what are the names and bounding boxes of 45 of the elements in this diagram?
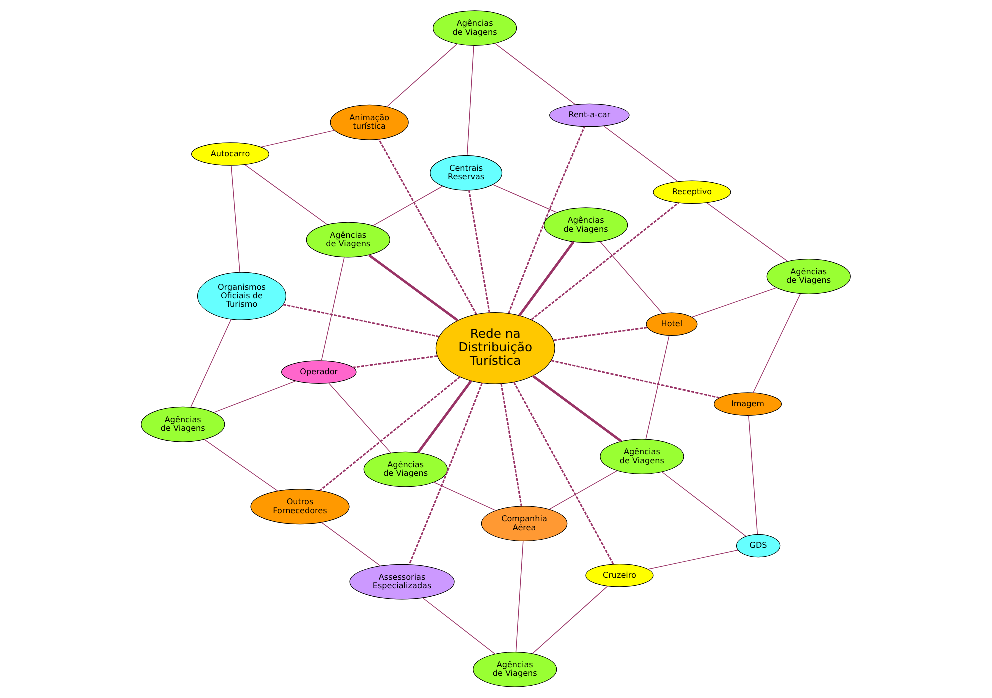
connector bbox=[600, 242, 663, 314]
connector bbox=[551, 360, 720, 399]
connector bbox=[321, 257, 345, 362]
connector bbox=[648, 550, 738, 570]
connector bbox=[508, 126, 586, 314]
connector bbox=[495, 43, 576, 106]
connector bbox=[321, 522, 381, 566]
connector bbox=[532, 375, 622, 442]
connector bbox=[604, 126, 678, 182]
connector bbox=[514, 382, 614, 565]
connector bbox=[372, 186, 444, 226]
connector bbox=[518, 242, 575, 316]
connector bbox=[244, 164, 328, 226]
connector bbox=[320, 376, 461, 492]
connector bbox=[408, 382, 483, 565]
connector bbox=[492, 184, 558, 214]
connector bbox=[554, 326, 648, 342]
connector bbox=[549, 470, 618, 510]
connector bbox=[260, 130, 336, 148]
connector bbox=[204, 439, 278, 492]
connector bbox=[214, 380, 296, 414]
connector bbox=[753, 294, 802, 394]
connector bbox=[283, 304, 440, 338]
connector bbox=[190, 319, 232, 408]
connector bbox=[422, 598, 496, 655]
connector bbox=[531, 202, 680, 320]
connector bbox=[500, 384, 522, 506]
connector bbox=[328, 383, 392, 454]
connector bbox=[748, 416, 758, 535]
connector bbox=[368, 254, 459, 322]
connector bbox=[231, 166, 240, 274]
connector bbox=[662, 472, 746, 537]
connector bbox=[417, 380, 472, 454]
connector bbox=[378, 139, 478, 315]
connector bbox=[434, 482, 496, 512]
connector bbox=[353, 356, 438, 368]
connector bbox=[646, 336, 670, 440]
connector bbox=[692, 288, 778, 318]
connector bbox=[532, 586, 608, 654]
node-ellipse: Rede na Distribuição Turística bbox=[436, 312, 556, 384]
connector bbox=[386, 44, 458, 108]
connector bbox=[706, 202, 788, 262]
connector bbox=[516, 541, 524, 652]
connector bbox=[468, 190, 490, 314]
connector bbox=[467, 46, 474, 156]
